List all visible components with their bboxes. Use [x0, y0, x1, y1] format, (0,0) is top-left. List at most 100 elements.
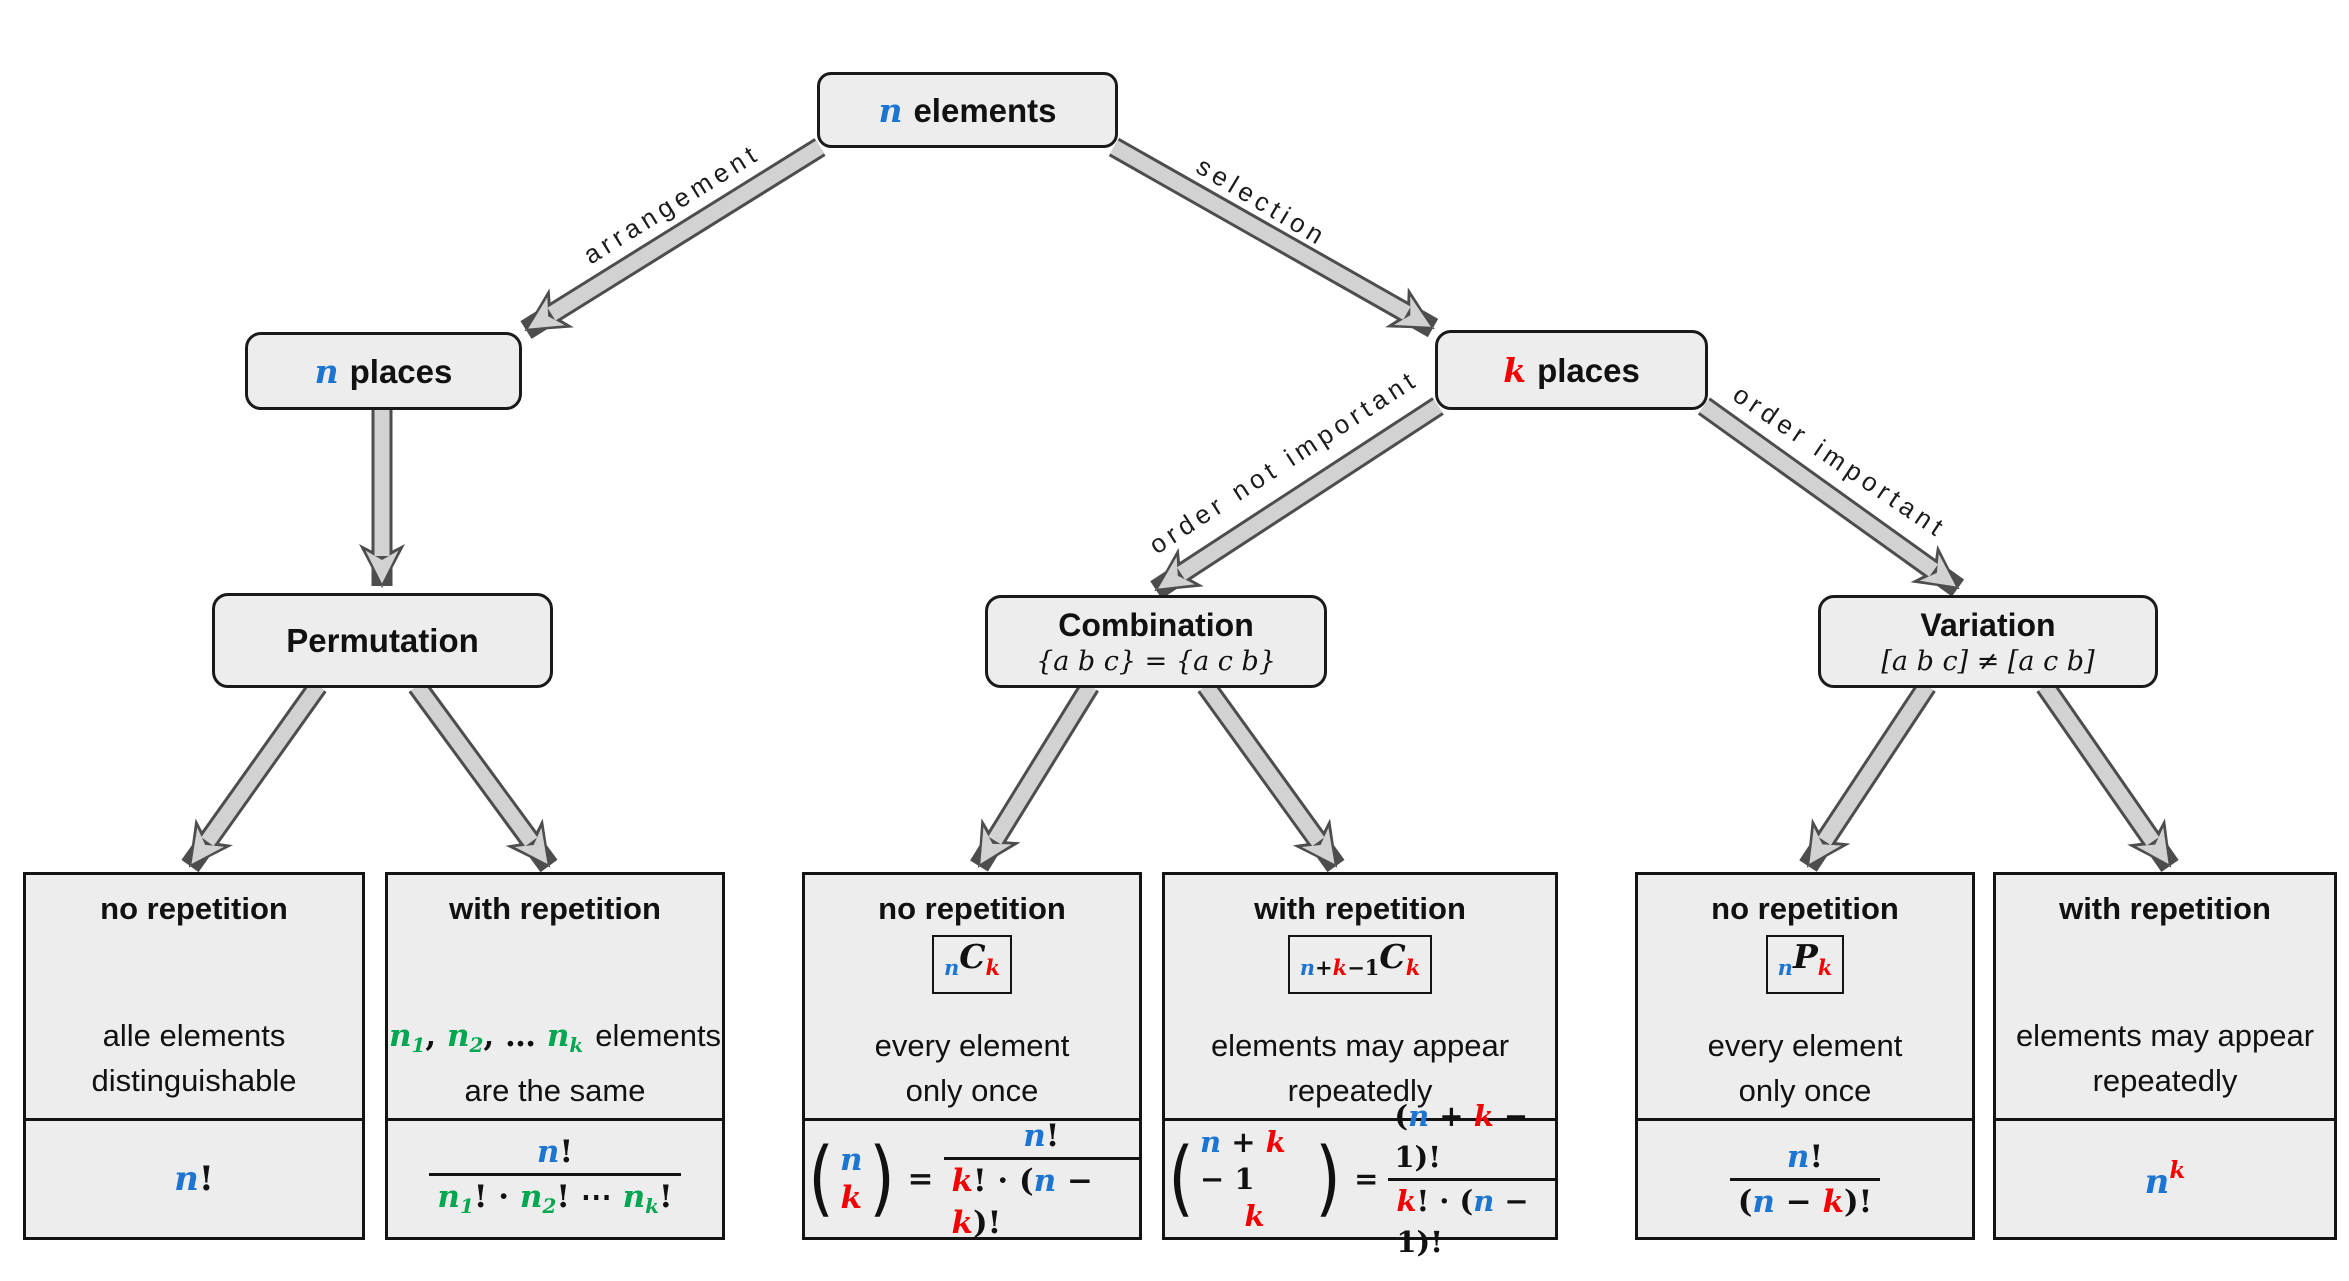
badge-nPk: nPk	[1765, 935, 1845, 994]
arrow-k-places-to-variation	[1697, 397, 1965, 597]
arrow-variation-to-with-repetition	[2036, 680, 2179, 872]
math-term: n	[1752, 1183, 1775, 1220]
equals-sign: =	[907, 1161, 934, 1197]
leaf-combination-with-repetition: with repetition n+k−1Ck elements may app…	[1162, 872, 1558, 1259]
math-term: k	[1265, 1125, 1286, 1159]
math-term: +	[1429, 1098, 1474, 1133]
math-term: n	[536, 1134, 560, 1170]
math-term: −	[1774, 1183, 1823, 1220]
leaf-main: with repetition elements may appear repe…	[1996, 875, 2334, 1121]
math-term: −1	[1347, 955, 1380, 980]
math-term: k	[1822, 1183, 1844, 1220]
math-term: !	[1045, 1117, 1060, 1154]
leaf-description: every element only once	[805, 1023, 1139, 1113]
math-term: k	[645, 1194, 659, 1218]
math-term: n	[437, 1179, 460, 1215]
formula-multiset-permutation: n! n1! · n2! ⋯ nk!	[388, 1121, 722, 1237]
leaf-main: no repetition nCk every element only onc…	[805, 875, 1139, 1121]
math-term: C	[959, 937, 986, 976]
math-paren: (	[808, 1131, 834, 1226]
math-term: n	[1200, 1125, 1222, 1159]
math-term: k	[1405, 955, 1421, 980]
leaf-description: elements may appear repeatedly	[1165, 1023, 1555, 1113]
math-term: !	[658, 1179, 673, 1215]
math-term: ! · (	[973, 1162, 1034, 1199]
fraction-denominator: n1! · n2! ⋯ nk!	[429, 1173, 681, 1227]
math-term: −	[1056, 1162, 1093, 1199]
math-term: n	[1299, 955, 1316, 980]
leaf-description: elements may appear repeatedly	[1996, 1013, 2334, 1103]
math-term: , …	[483, 1018, 547, 1054]
leaf-description: alle elements distinguishable	[26, 1013, 362, 1103]
node-label: places	[349, 352, 453, 390]
leaf-header: with repetition	[2059, 891, 2271, 926]
fraction-numerator: n!	[531, 1131, 579, 1173]
math-n: n	[878, 90, 903, 130]
formula-n-factorial: n!	[26, 1121, 362, 1237]
math-term: 2	[542, 1194, 557, 1218]
fraction-numerator: (n + k − 1)!	[1388, 1096, 1555, 1178]
fraction-numerator: n!	[1781, 1136, 1829, 1178]
desc-line: elements may appear	[2015, 1018, 2315, 1053]
desc-text: elements	[595, 1018, 722, 1053]
leaf-header: no repetition	[100, 891, 288, 926]
leaf-header: no repetition	[878, 891, 1066, 926]
math-term: 1	[411, 1033, 426, 1057]
node-set-note: {a b c} = {a c b}	[1036, 645, 1276, 677]
node-label: places	[1537, 351, 1640, 389]
leaf-variation-with-repetition: with repetition elements may appear repe…	[1993, 872, 2337, 1240]
math-term: )!	[973, 1204, 1002, 1241]
binomial-top: n + k − 1	[1200, 1124, 1309, 1198]
math-term: !	[559, 1134, 574, 1170]
math-term: k	[985, 955, 1001, 980]
leaf-main: no repetition alle elements distinguisha…	[26, 875, 362, 1121]
math-term: n	[447, 1018, 470, 1054]
math-term: k	[1473, 1098, 1494, 1133]
math-term: 1	[459, 1194, 474, 1218]
fraction-denominator: k! · (n − 1)!	[1388, 1177, 1555, 1263]
math-paren: )	[868, 1131, 895, 1226]
math-paren: )	[1315, 1131, 1341, 1226]
desc-line: every element	[1707, 1028, 1903, 1063]
leaf-header: with repetition	[449, 891, 661, 926]
math-term: k	[2169, 1156, 2186, 1184]
math-term: k	[951, 1204, 974, 1241]
node-title: Combination	[1058, 606, 1254, 643]
math-term: k	[1332, 955, 1348, 980]
math-term: +	[1315, 955, 1333, 980]
math-n: n	[314, 351, 339, 391]
desc-line: distinguishable	[91, 1063, 297, 1098]
math-term: 2	[469, 1033, 484, 1057]
math-term: )!	[1843, 1183, 1873, 1220]
math-term: !	[1809, 1138, 1824, 1175]
fraction-numerator: n!	[1017, 1115, 1065, 1157]
arrow-variation-to-no-repetition	[1799, 680, 1936, 872]
desc-line: are the same	[464, 1073, 646, 1108]
math-term: ! ·	[473, 1179, 520, 1215]
leaf-header: no repetition	[1711, 891, 1899, 926]
arrow-combination-to-with-repetition	[1197, 679, 1345, 873]
math-term: k	[840, 1180, 863, 1216]
math-term: n	[622, 1179, 646, 1215]
math-term: − 1)!	[1394, 1098, 1529, 1174]
fraction-denominator: (n − k)!	[1729, 1177, 1881, 1223]
math-paren: (	[1168, 1131, 1194, 1226]
math-term: n	[1777, 955, 1793, 980]
math-term: (	[1737, 1183, 1753, 1220]
desc-line: repeatedly	[1287, 1073, 1433, 1108]
desc-line: every element	[874, 1028, 1070, 1063]
node-variation: Variation [a b c] ≠ [a c b]	[1818, 595, 2158, 688]
desc-line: repeatedly	[2092, 1063, 2238, 1098]
badge-row: nPk	[1638, 935, 1972, 994]
